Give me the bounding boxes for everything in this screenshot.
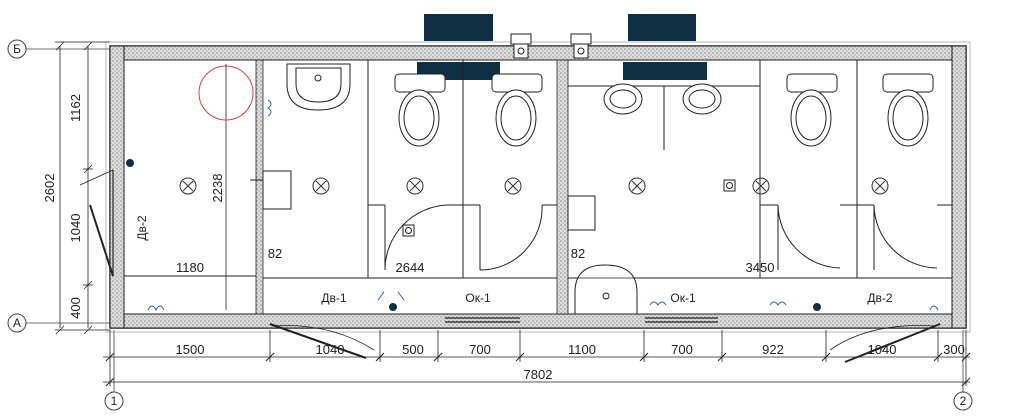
dim-bottom-500: 500 [402,342,424,357]
dim-bottom-922: 922 [762,342,784,357]
vent-panels [417,14,707,80]
dim-bottom-1040-a: 1040 [316,342,345,357]
dim-inner-3450: 3450 [746,260,775,275]
axis-2-label: 2 [960,394,967,408]
pipe-outlets [510,33,592,59]
door-swing-circle [198,65,254,121]
bottom-dimension-ticks [105,352,971,387]
label-door-left: Дв-2 [135,215,149,240]
toilet-4 [882,73,934,147]
ceiling-lamps [179,177,889,195]
toilet-2 [491,73,543,147]
dim-left-total: 2602 [42,174,57,203]
label-window-1: Ок-1 [465,291,491,305]
axis-a-label: А [13,316,21,330]
vent-panel-1 [424,14,493,41]
dim-bottom-1500: 1500 [176,342,205,357]
toilet-3 [786,73,838,147]
wall-boxes [250,170,596,231]
dim-left-400: 400 [68,297,83,319]
dim-bottom-total: 7802 [524,367,553,382]
switch-markers [126,159,821,311]
label-window-2: Ок-1 [670,291,696,305]
sink-2 [574,264,638,315]
left-dimension-lines [55,41,110,335]
dim-bottom-700-a: 700 [469,342,491,357]
blue-marks [147,99,939,312]
entrance-doors [79,169,941,363]
axis-1-label: 1 [111,394,118,408]
floor-drains [402,179,736,237]
dim-bottom-1040-b: 1040 [868,342,897,357]
dim-bottom-700-b: 700 [671,342,693,357]
inner-dimension-lines [124,275,952,279]
stall-doors [384,204,938,271]
dim-inner-82-a: 82 [268,246,282,261]
label-door-2: Дв-2 [867,291,892,305]
dim-inner-82-b: 82 [571,246,585,261]
dim-left-1040: 1040 [68,214,83,243]
stall-partitions [124,60,952,310]
dim-left-1162: 1162 [68,94,83,122]
dim-inner-1180: 1180 [176,260,204,275]
toilets [394,73,934,147]
dim-inner-2238: 2238 [210,174,225,203]
label-door-1: Дв-1 [321,291,346,305]
outer-walls [105,41,971,333]
vent-panel-2 [628,14,696,41]
grid-axes [7,39,973,411]
dim-bottom-300: 300 [943,342,965,357]
sinks [286,63,722,315]
dim-bottom-1100: 1100 [568,342,596,357]
dim-inner-2644: 2644 [396,260,425,275]
urinal-2 [682,83,722,115]
urinal-1 [603,83,643,115]
vent-panel-4 [623,62,707,80]
toilet-1 [394,73,446,147]
axis-b-label: Б [13,42,21,56]
